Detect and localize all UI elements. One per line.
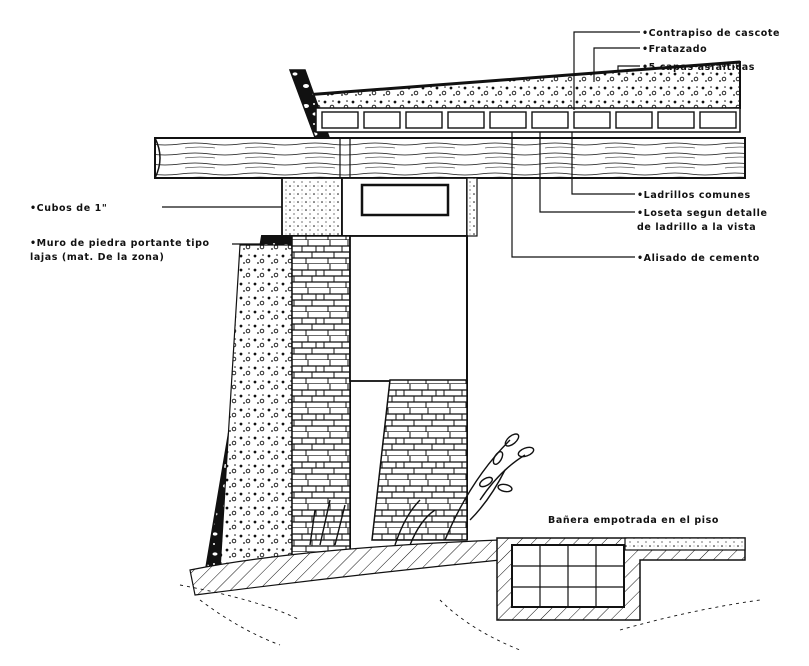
- label-cubos: •Cubos de 1": [30, 203, 107, 214]
- label-banera: Bañera empotrada en el piso: [548, 515, 719, 526]
- wood-beam: [154, 137, 746, 179]
- label-loseta-line1: •Loseta segun detalle: [637, 208, 768, 219]
- leader-lines: [162, 31, 640, 258]
- sunken-bathtub: [496, 537, 746, 621]
- label-alisado: •Alisado de cemento: [637, 253, 760, 264]
- cube-blocks: [281, 177, 478, 237]
- label-loseta-line2: de ladrillo a la vista: [637, 222, 756, 233]
- label-muro-line1: •Muro de piedra portante tipo: [30, 238, 210, 249]
- roof-slab: [288, 60, 741, 141]
- label-muro-line2: lajas (mat. De la zona): [30, 252, 164, 263]
- label-fratazado: •Fratazado: [642, 44, 707, 55]
- interior-wall: [349, 235, 468, 541]
- plant-shrubs: [309, 433, 535, 546]
- label-contrapiso: •Contrapiso de cascote: [642, 28, 780, 39]
- label-ladrillos: •Ladrillos comunes: [637, 190, 751, 201]
- label-capas-asfalticas: •5 capas asfalticas: [642, 62, 755, 73]
- stone-wall: [203, 235, 351, 577]
- annotation-labels: •Contrapiso de cascote •Fratazado •5 cap…: [30, 28, 780, 526]
